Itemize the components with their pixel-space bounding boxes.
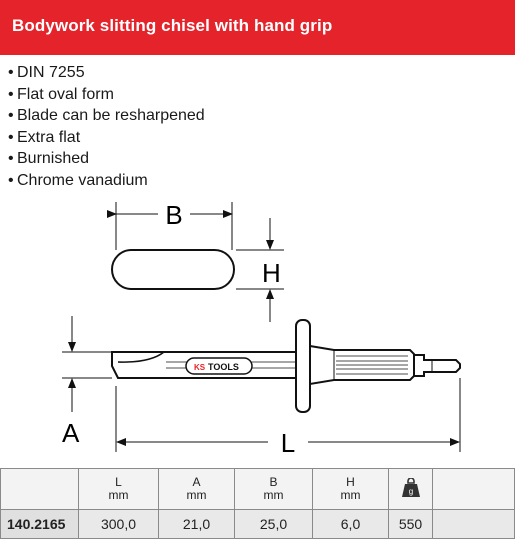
- table-cell-empty: [432, 509, 515, 539]
- weight-icon: g: [401, 476, 420, 497]
- cross-section-view: B H: [107, 200, 284, 322]
- svg-text:g: g: [408, 487, 412, 496]
- feature-item: •Chrome vanadium: [8, 171, 148, 189]
- chisel-side-view: A KS TOOLS: [62, 316, 461, 448]
- brand-logo: KS TOOLS: [185, 357, 253, 375]
- technical-drawing: B H A KS TOOLS: [62, 200, 461, 458]
- brand-logo-text: TOOLS: [208, 362, 239, 372]
- table-row: 140.2165 300,0 21,0 25,0 6,0 550: [0, 509, 515, 539]
- page-title: Bodywork slitting chisel with hand grip: [12, 16, 333, 35]
- brand-logo-prefix: KS: [194, 363, 206, 372]
- article-number: 140.2165: [0, 509, 79, 539]
- table-cell-weight: 550: [388, 509, 433, 539]
- table-header-weight: g: [388, 468, 433, 510]
- feature-item: •Extra flat: [8, 128, 81, 146]
- feature-list: •DIN 7255 •Flat oval form •Blade can be …: [8, 62, 205, 191]
- header-bar: Bodywork slitting chisel with hand grip: [0, 0, 515, 55]
- blade-cutting-edge: [117, 351, 165, 363]
- table-header-empty: [432, 468, 515, 510]
- feature-item: •Blade can be resharpened: [8, 107, 205, 124]
- striking-head: [413, 354, 461, 377]
- dim-l-label: L: [281, 428, 295, 458]
- length-dimension: L: [115, 378, 461, 458]
- feature-item: •Flat oval form: [8, 85, 114, 103]
- table-cell-b: 25,0: [234, 509, 313, 539]
- dim-b-label: B: [165, 200, 182, 230]
- hand-guard: [295, 319, 311, 413]
- table-cell-a: 21,0: [158, 509, 235, 539]
- feature-item: •Burnished: [8, 150, 90, 167]
- dim-a-label: A: [62, 418, 80, 448]
- table-cell-h: 6,0: [312, 509, 389, 539]
- oval-section: [111, 249, 235, 290]
- table-cell-l: 300,0: [78, 509, 159, 539]
- table-header-article: [0, 468, 79, 510]
- dim-h-label: H: [262, 258, 281, 288]
- feature-item: •DIN 7255: [8, 64, 85, 81]
